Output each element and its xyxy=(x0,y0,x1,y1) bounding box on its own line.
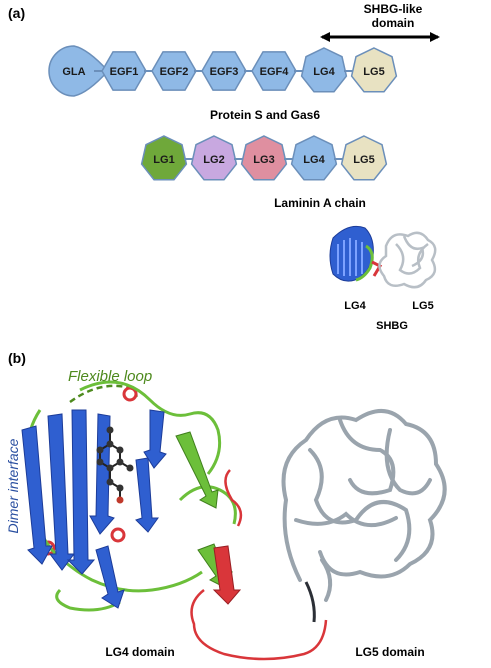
domain-lg2-label: LG2 xyxy=(203,154,224,166)
ligand-molecule xyxy=(96,426,134,504)
domain-lg2-shape xyxy=(190,135,238,181)
lg5-domain-label: LG5 domain xyxy=(355,645,425,659)
shbg-like-domain-line1: SHBG-like xyxy=(363,2,423,16)
domain-egf4-shape xyxy=(251,51,297,91)
protein-s-gas6-caption: Protein S and Gas6 xyxy=(209,108,321,122)
binding-site-marker xyxy=(110,527,126,543)
shbg-lg4-label: LG4 xyxy=(344,300,366,312)
domain-egf3-shape xyxy=(201,51,247,91)
domain-lg5-label: LG5 xyxy=(353,154,374,166)
domain-egf4-label: EGF4 xyxy=(260,66,290,78)
domain-lg4-shape xyxy=(290,135,338,181)
lg4-lg5-structure-illustration xyxy=(21,380,447,661)
protein-s-gas6-domains: GLA EGF1 EGF2 EGF3 EGF4 LG4 LG5 xyxy=(48,45,398,97)
domain-lg4-label: LG4 xyxy=(303,154,325,166)
shbg-like-domain-label: SHBG-like domain xyxy=(338,2,448,30)
domain-lg4-label: LG4 xyxy=(313,66,335,78)
lg4-domain-label: LG4 domain xyxy=(105,645,175,659)
lg4-lg5-linker xyxy=(190,469,328,661)
shbg-like-domain-line2: domain xyxy=(371,16,415,30)
domain-lg1-label: LG1 xyxy=(153,154,174,166)
domain-lg5-shape xyxy=(340,135,388,181)
lg5-coil xyxy=(281,409,447,602)
domain-egf2-label: EGF2 xyxy=(160,66,189,78)
domain-egf3-label: EGF3 xyxy=(210,66,239,78)
panel-b-label: (b) xyxy=(8,350,26,366)
dimer-interface-label: Dimer interface xyxy=(5,438,21,534)
shbg-lg5-label: LG5 xyxy=(412,300,434,312)
lg4-beta-strands xyxy=(21,409,167,609)
shbg-lg4-thumbnail xyxy=(329,225,383,282)
flexible-loop-label: Flexible loop xyxy=(68,368,153,385)
laminin-a-chain-caption: Laminin A chain xyxy=(274,196,366,210)
shbg-thumbnail-structure xyxy=(329,225,437,289)
domain-lg1-shape xyxy=(140,135,188,181)
shbg-lg5-thumbnail xyxy=(378,231,437,289)
domain-gla-label: GLA xyxy=(62,66,85,78)
laminin-a-chain-domains: LG1 LG2 LG3 LG4 LG5 xyxy=(140,135,388,181)
flexible-loop-marker xyxy=(122,386,138,402)
shbg-caption: SHBG xyxy=(376,320,408,332)
domain-egf2-shape xyxy=(151,51,197,91)
domain-lg3-shape xyxy=(240,135,288,181)
panel-a-label: (a) xyxy=(8,5,26,21)
lg5-terminus xyxy=(304,581,316,623)
domain-lg5-shape xyxy=(350,47,398,93)
domain-lg5-label: LG5 xyxy=(363,66,384,78)
domain-gla-shape xyxy=(48,45,110,97)
domain-lg4-shape xyxy=(300,47,348,93)
domain-egf1-shape xyxy=(101,51,147,91)
domain-egf1-label: EGF1 xyxy=(110,66,139,78)
domain-lg3-label: LG3 xyxy=(253,154,274,166)
